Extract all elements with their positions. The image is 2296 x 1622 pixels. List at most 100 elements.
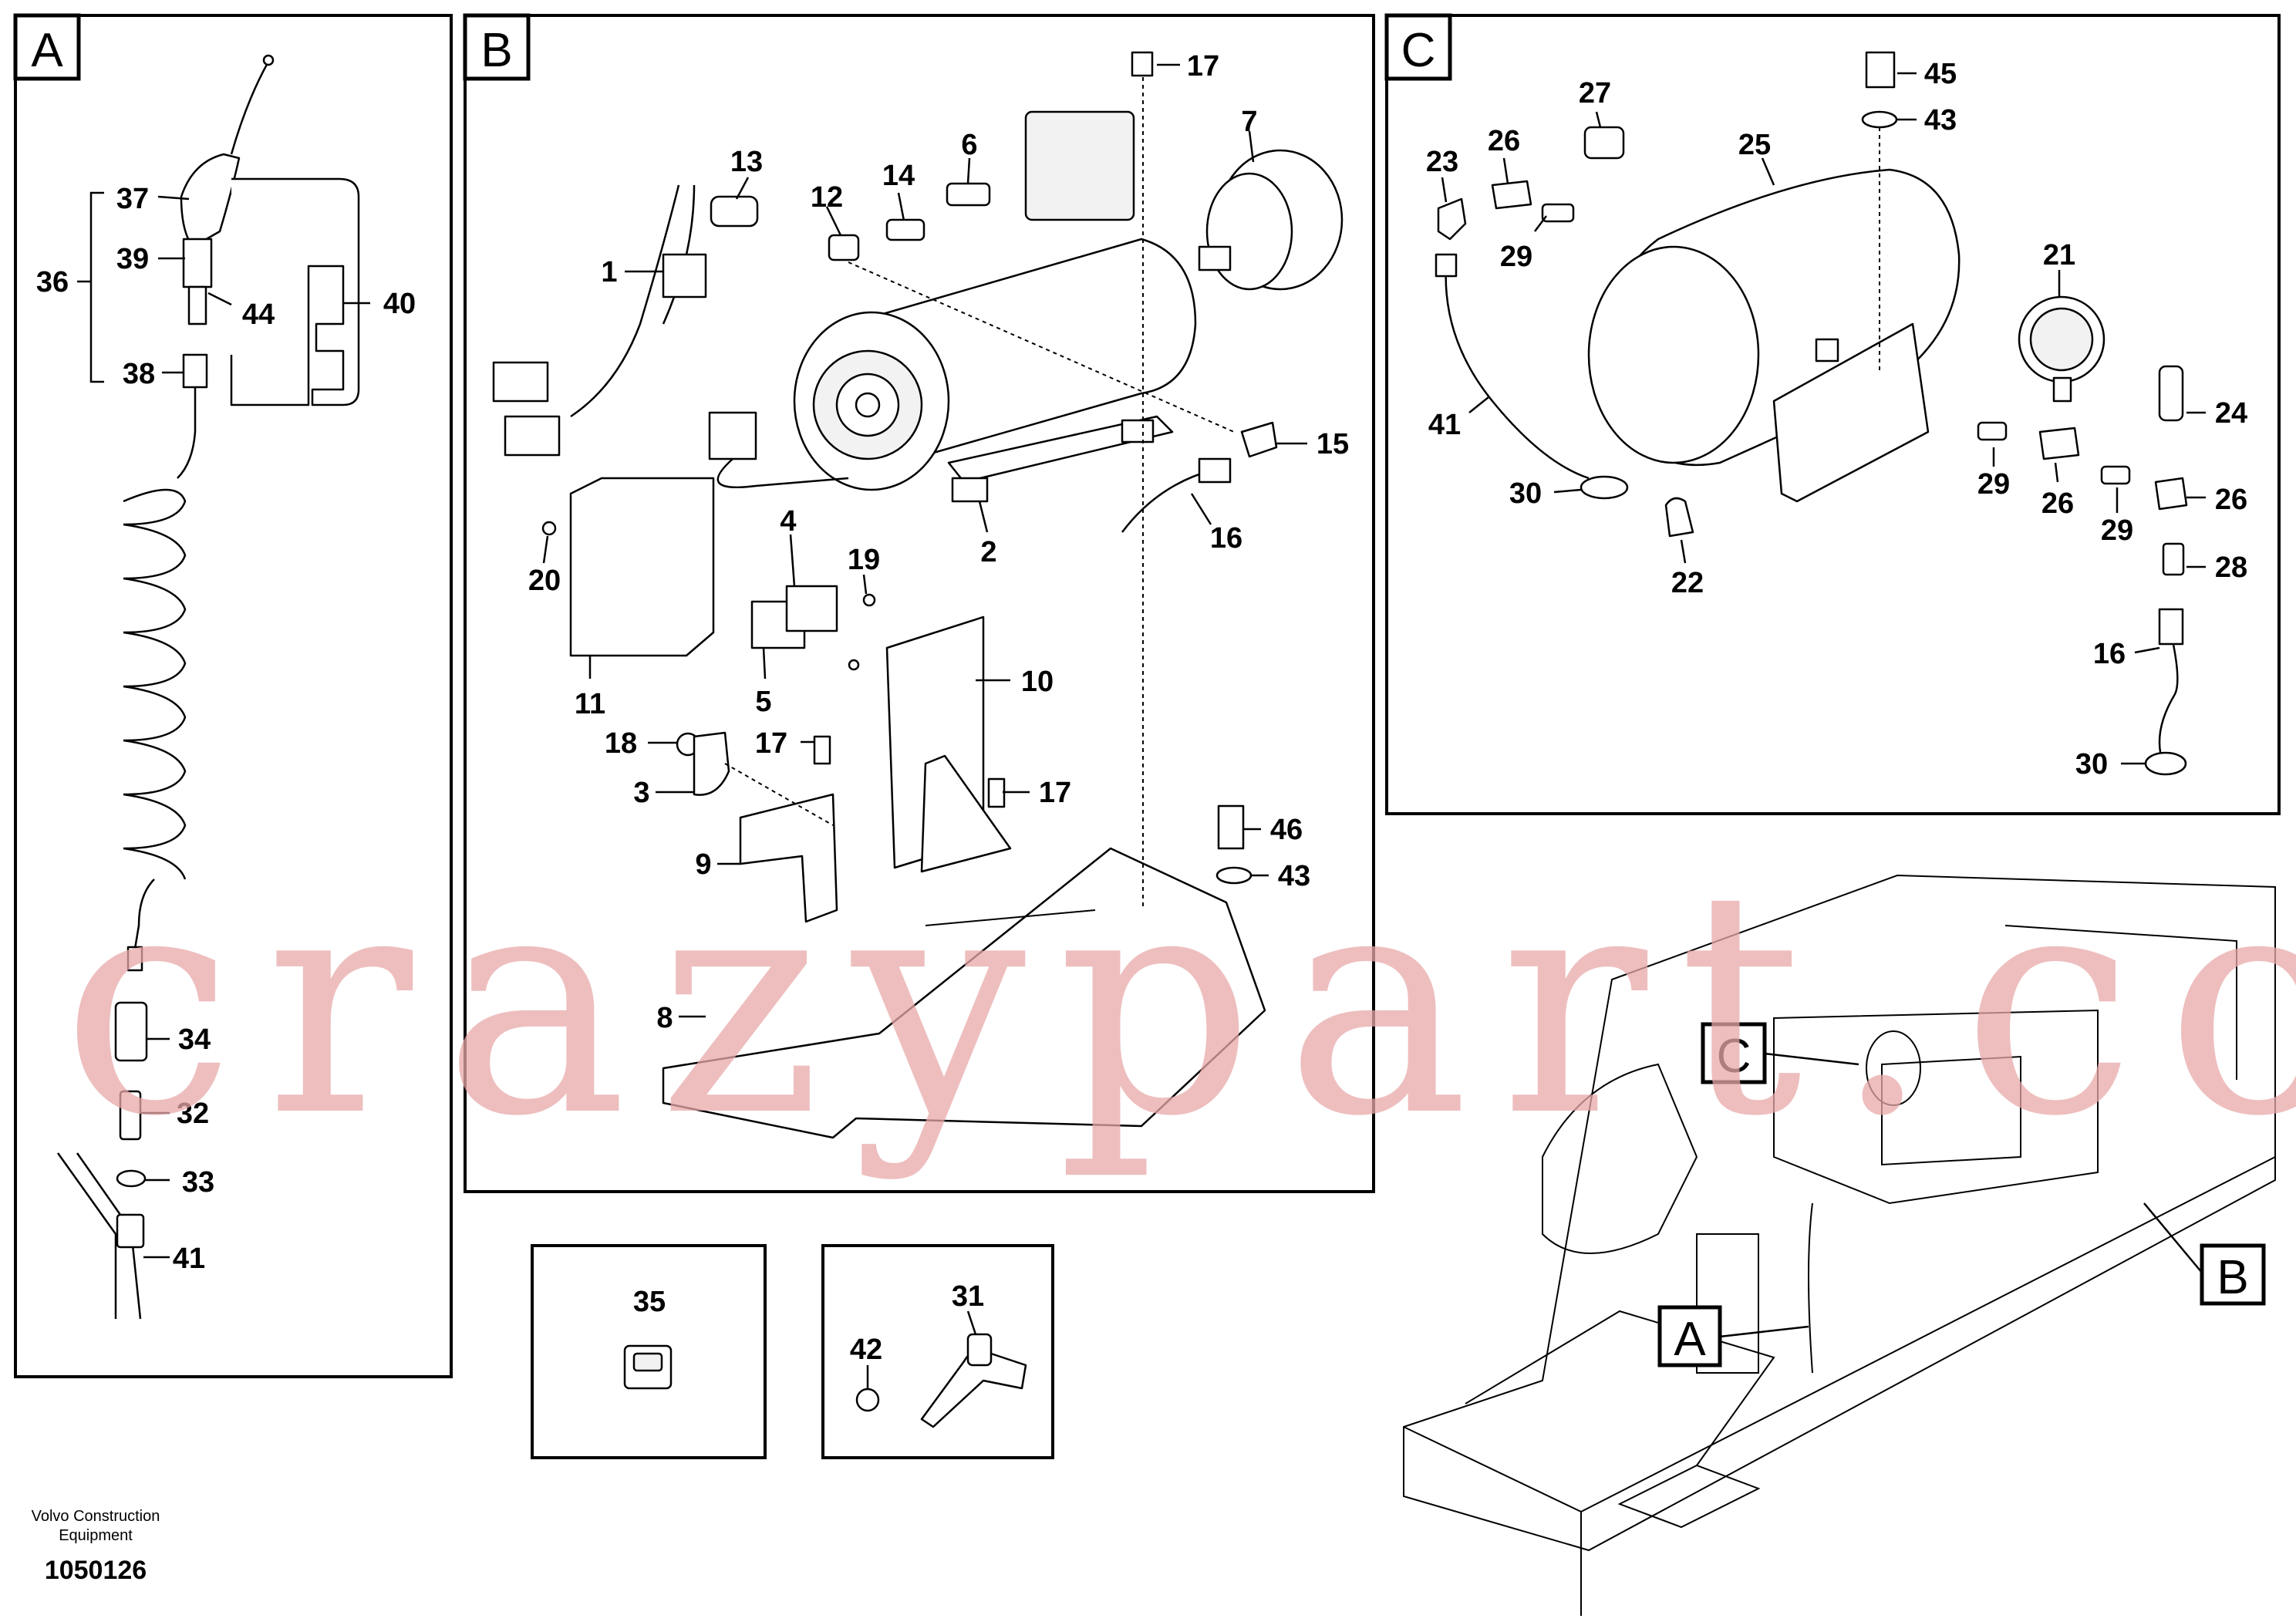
part-12-fitting (828, 234, 860, 261)
part-26-tee-b (2038, 427, 2080, 460)
box-31: 31 42 (821, 1244, 1054, 1459)
part-16-hose-c (2158, 616, 2179, 764)
callout-43-c: 43 (1924, 104, 1957, 137)
gun-body (180, 153, 241, 248)
part-8-base-plate (662, 847, 1266, 1139)
part-26-tee-c (2154, 477, 2188, 511)
overview-coil (1808, 1202, 1813, 1374)
part-23-elbow (1437, 197, 1467, 241)
air-filter-7 (1198, 149, 1344, 291)
part-41-hose-c (1445, 265, 1590, 480)
callout-22: 22 (1671, 567, 1704, 599)
callout-45: 45 (1924, 58, 1957, 90)
callout-7: 7 (1241, 106, 1257, 138)
part-30-grommet-b (2144, 751, 2187, 776)
overview-tag-a: A (1674, 1313, 1706, 1366)
callout-5: 5 (755, 686, 771, 718)
callout-17-mid: 17 (755, 727, 787, 760)
callout-32: 32 (177, 1098, 209, 1130)
part-22-drain (1664, 497, 1694, 538)
motor-base (947, 415, 1174, 484)
part-30-grommet (1580, 475, 1629, 500)
part-29-nipple-b (1977, 421, 2008, 441)
part-42-bolt (855, 1388, 880, 1412)
callout-41: 41 (173, 1243, 205, 1275)
callout-6: 6 (961, 129, 977, 161)
callout-9: 9 (695, 848, 711, 881)
panel-b-tag-box (463, 13, 531, 81)
part-32-nipple (119, 1090, 142, 1141)
callout-28: 28 (2215, 551, 2247, 584)
callout-4: 4 (780, 505, 796, 538)
callout-19: 19 (848, 544, 880, 576)
callout-30-top: 30 (1509, 477, 1542, 510)
callout-2: 2 (980, 536, 996, 568)
overview-tag-b: B (2217, 1251, 2248, 1304)
part-19-screw (862, 593, 876, 607)
coiled-hose (123, 353, 208, 972)
callout-17-top: 17 (1187, 50, 1219, 83)
overview-tank (1866, 1030, 1921, 1106)
callout-40: 40 (383, 288, 416, 320)
part-4-relay (785, 585, 838, 632)
callout-37: 37 (116, 183, 149, 215)
tank-cradle (1772, 322, 1930, 503)
overview-tag-c: C (1717, 1030, 1752, 1083)
watermark: crazypart.com (62, 825, 2296, 1184)
part-43-washer-c (1861, 110, 1898, 129)
panel-b: B (463, 13, 1375, 1193)
callout-42: 42 (850, 1334, 882, 1366)
part-14-nipple (885, 218, 925, 241)
machine-overview: C B A (1403, 874, 2276, 1616)
callout-11: 11 (575, 688, 605, 720)
callout-35: 35 (633, 1286, 666, 1318)
callout-16-c: 16 (2093, 638, 2126, 670)
callout-38: 38 (123, 358, 155, 390)
air-tank-25 (1587, 168, 1961, 503)
callout-20: 20 (528, 565, 561, 597)
compressor-head (1024, 110, 1135, 221)
callout-15: 15 (1317, 428, 1349, 460)
callout-24: 24 (2215, 397, 2247, 430)
callout-46: 46 (1270, 814, 1303, 846)
callout-16: 16 (1210, 522, 1242, 555)
callout-23: 23 (1426, 146, 1458, 178)
part-3-clip (693, 731, 730, 796)
callout-17-low: 17 (1039, 777, 1071, 809)
callout-26-mid: 26 (2041, 487, 2074, 520)
callout-33: 33 (182, 1166, 214, 1199)
part-33-washer (116, 1169, 147, 1188)
gun-nozzle (230, 61, 270, 155)
compressor-drawing (793, 110, 1197, 503)
maker-line-1: Volvo Construction (32, 1508, 160, 1525)
overview-tag-a-box (1657, 1305, 1722, 1367)
part-29-nipple (1541, 203, 1575, 223)
gun-grip (182, 238, 213, 288)
part-26-tee (1491, 180, 1532, 210)
gun-fitting (187, 285, 207, 325)
panel-c-tag-box (1384, 13, 1452, 81)
part-46-bolt (1217, 804, 1245, 850)
callout-39: 39 (116, 243, 149, 275)
overview-cab-box (1773, 1009, 2099, 1205)
part-20-plug (541, 521, 557, 536)
overview-tag-c-box (1701, 1022, 1767, 1084)
wiring-harness (492, 184, 849, 489)
part-45-bolt (1865, 51, 1896, 89)
callout-36: 36 (36, 266, 69, 298)
group-bracket (89, 191, 104, 383)
part-27-fitting (1583, 126, 1625, 160)
panel-c-tag: C (1401, 24, 1436, 77)
callout-31: 31 (952, 1280, 984, 1313)
part-15-elbow (1240, 421, 1278, 458)
blow-gun-drawing (180, 54, 360, 406)
part-41-end (116, 1213, 145, 1249)
part-17-bolt-low (987, 777, 1006, 808)
callout-1: 1 (601, 256, 617, 288)
part-6-nipple (946, 182, 991, 207)
nozzle-tip (262, 54, 275, 66)
callout-29-top: 29 (1500, 241, 1532, 273)
callout-44: 44 (242, 298, 275, 331)
callout-29-low: 29 (2101, 514, 2133, 547)
